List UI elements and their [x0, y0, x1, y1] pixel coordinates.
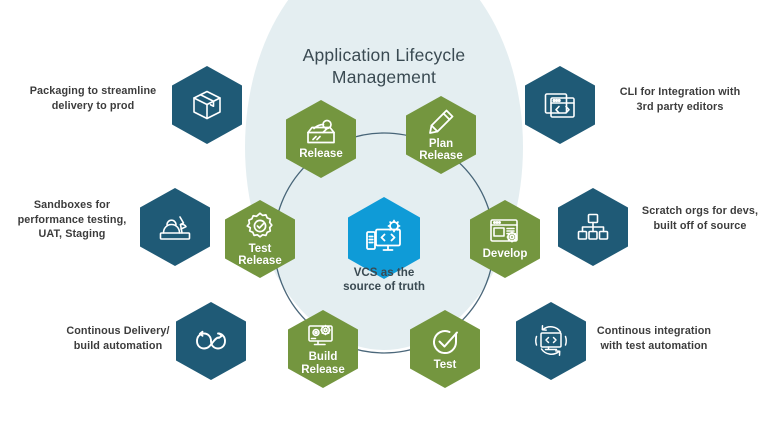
gear-check-icon [245, 211, 275, 241]
page-title: Application Lifecycle Management [302, 45, 466, 87]
callout-text-continuous-integration: Continous integration with test automati… [596, 325, 712, 352]
callout-text-cli-integration: CLI for Integration with 3rd party edito… [619, 86, 741, 113]
code-window-icon [543, 89, 577, 121]
callout-text-packaging: Packaging to streamline delivery to prod [29, 85, 157, 112]
infinity-loop-icon [192, 328, 230, 354]
lifecycle-node-label: Test [433, 358, 457, 371]
callout-node-sandboxes[interactable] [140, 188, 210, 266]
callout-node-continuous-integration[interactable] [516, 302, 586, 380]
callout-node-cli-integration[interactable] [525, 66, 595, 144]
monitor-gears-icon [307, 322, 339, 349]
lifecycle-node-label: Plan Release [419, 137, 463, 163]
callout-text-continuous-delivery: Continous Delivery/ build automation [66, 325, 170, 352]
sandbox-icon [158, 212, 192, 242]
callout-text-scratch-orgs: Scratch orgs for devs, built off of sour… [641, 205, 759, 232]
pencil-icon [427, 108, 455, 136]
callout-node-scratch-orgs[interactable] [558, 188, 628, 266]
lifecycle-node-label: Build Release [301, 351, 345, 376]
lifecycle-node-label: Test Release [238, 242, 282, 268]
check-circle-icon [430, 327, 460, 357]
package-box-icon [190, 88, 224, 122]
rocket-launch-icon [304, 118, 338, 146]
background-circle [245, 0, 523, 350]
callout-node-packaging[interactable] [172, 66, 242, 144]
monitor-refresh-code-icon [533, 324, 569, 358]
callout-text-sandboxes: Sandboxes for performance testing, UAT, … [17, 199, 127, 240]
lifecycle-node-label: Develop [482, 247, 528, 260]
lifecycle-node-label: Release [299, 147, 343, 160]
callout-node-continuous-delivery[interactable] [176, 302, 246, 380]
monitor-code-gear-icon [363, 219, 405, 257]
hierarchy-icon [577, 212, 609, 242]
browser-gear-icon [489, 218, 521, 246]
center-node-caption: VCS as the source of truth [343, 266, 425, 293]
